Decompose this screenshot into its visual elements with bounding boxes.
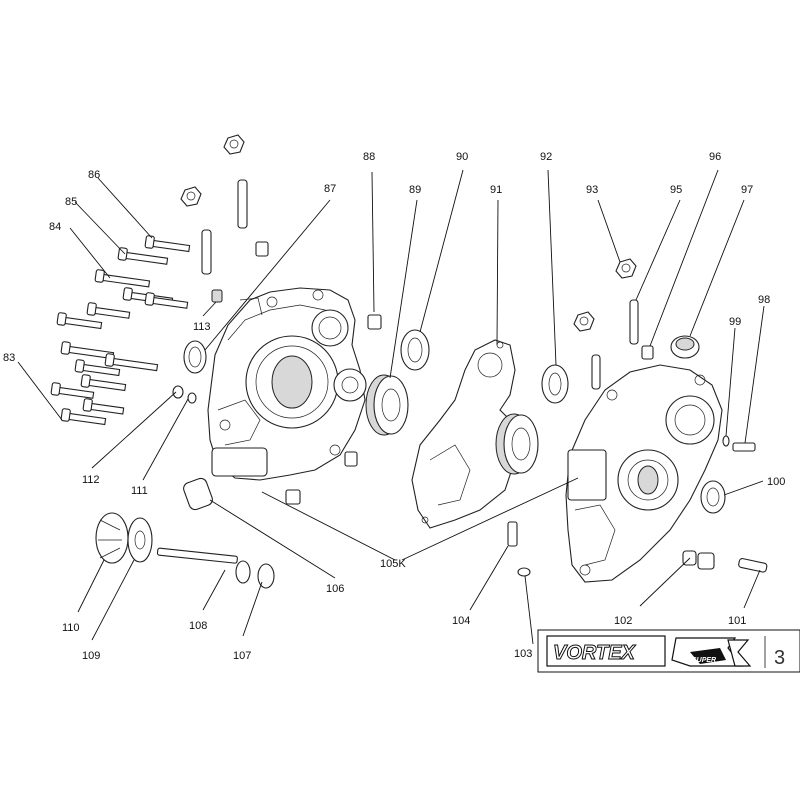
callout-107: 107 [233, 650, 251, 662]
left-crankcase-half [207, 287, 367, 481]
bolt-h [82, 398, 125, 415]
callout-99: 99 [729, 316, 741, 328]
callout-100: 100 [767, 476, 785, 488]
nut-95b [573, 311, 595, 332]
bolt-b [56, 312, 103, 330]
callout-92: 92 [540, 151, 552, 163]
callout-96: 96 [709, 151, 721, 163]
studs-and-nuts [180, 134, 269, 303]
bolt-g [50, 382, 95, 399]
bolt-84c [144, 292, 189, 309]
callout-95: 95 [670, 184, 682, 196]
nut-2 [180, 186, 202, 207]
bolts-set [50, 235, 191, 426]
callout-91: 91 [490, 184, 502, 196]
callout-113: 113 [193, 321, 211, 333]
pulley-109 [127, 517, 153, 563]
small-parts-111-112 [172, 385, 197, 404]
bush-113 [211, 289, 223, 303]
callout-104: 104 [452, 615, 470, 627]
nut-top [223, 134, 245, 155]
shaft-108 [156, 547, 238, 564]
bolt-d [104, 353, 159, 372]
stud-1 [237, 179, 248, 229]
stud-right [591, 354, 601, 390]
callout-86: 86 [88, 169, 100, 181]
stud-2 [201, 229, 212, 275]
super-text: SUPER [692, 657, 716, 664]
seal-100 [700, 480, 726, 514]
bolt-e [74, 359, 121, 377]
right-crankcase-half [565, 364, 723, 583]
callout-83: 83 [3, 352, 15, 364]
bush-106 [183, 477, 213, 511]
super-rok-logo: SUPER [671, 637, 752, 667]
seal-90 [400, 329, 430, 371]
bolt-i [60, 408, 107, 426]
callout-111: 111 [131, 485, 148, 497]
callout-102: 102 [614, 615, 632, 627]
bush-96 [641, 345, 654, 360]
callout-112: 112 [82, 474, 100, 486]
callout-85: 85 [65, 196, 77, 208]
callout-88: 88 [363, 151, 375, 163]
bearing-right [495, 413, 539, 475]
bolt-85 [117, 247, 169, 265]
callout-98: 98 [758, 294, 770, 306]
page-number: 3 [774, 647, 785, 669]
fitting-104 [507, 521, 518, 547]
callout-90: 90 [456, 151, 468, 163]
bearing-89 [365, 374, 409, 436]
bush [255, 241, 269, 257]
vortex-brand-text: VORTEX [553, 642, 637, 664]
seal-92 [541, 364, 569, 404]
vortex-logo: VORTEX [546, 635, 666, 667]
callout-109: 109 [82, 650, 100, 662]
callout-108: 108 [189, 620, 207, 632]
nut-93 [615, 258, 637, 279]
stud-95 [629, 299, 639, 345]
dowels [285, 451, 358, 505]
callout-89: 89 [409, 184, 421, 196]
callout-93: 93 [586, 184, 598, 196]
gasket-91 [411, 339, 521, 529]
callout-110: 110 [62, 622, 80, 634]
callout-97: 97 [741, 184, 753, 196]
washer-103 [517, 567, 531, 577]
seal-87 [183, 340, 207, 374]
callout-101: 101 [728, 615, 746, 627]
pin-101 [738, 558, 768, 573]
callout-106: 106 [326, 583, 344, 595]
bearings-107 [235, 560, 275, 589]
callout-84: 84 [49, 221, 61, 233]
bush-88 [367, 314, 382, 330]
bolt-84a [94, 269, 151, 288]
plug-97 [670, 335, 700, 359]
bolt-f [80, 374, 127, 392]
callout-105k: 105K [380, 558, 406, 570]
fitting-98 [732, 442, 756, 452]
bolt-a [86, 302, 131, 319]
callout-103: 103 [514, 648, 532, 660]
callout-87: 87 [324, 183, 336, 195]
